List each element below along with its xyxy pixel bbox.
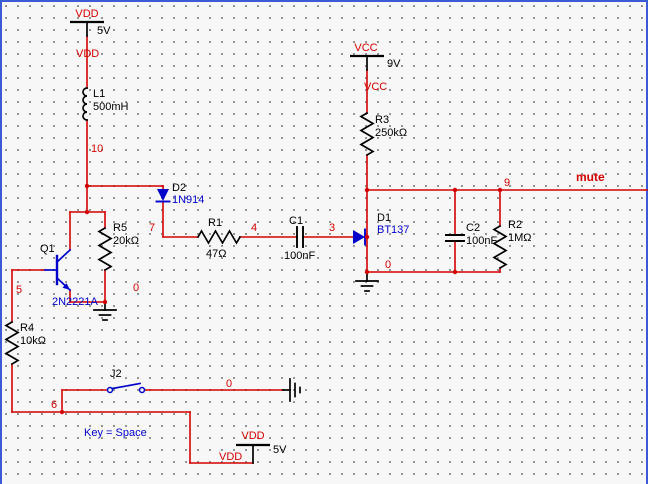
q1-model: 2N2221A [52,296,99,308]
junction-dot [497,187,503,193]
junction-dot [364,187,370,193]
d2-ref: D2 [172,182,186,194]
vdd-top-power[interactable]: VDD 5V [70,8,111,37]
r5-value: 20kΩ [113,235,139,247]
r3-ref: R3 [375,114,389,126]
net-label-10[interactable]: 10 [91,143,103,155]
wires [11,35,648,464]
ground-switch[interactable] [282,378,301,402]
net-label-mute[interactable]: mute [576,170,605,184]
switch-terminal [106,386,114,394]
switch-lever [111,382,141,390]
d2-model: 1N914 [172,194,204,206]
j2-ref: J2 [110,368,122,380]
junction-dot [102,299,108,305]
net-label-0-r5[interactable]: 0 [133,282,139,294]
net-label-vdd-bottom[interactable]: VDD [219,451,242,463]
resistor-body [359,111,375,157]
c2-value: 100nF [466,235,497,247]
diode-D1[interactable]: D1 BT137 [353,212,409,246]
vdd-bottom-power[interactable]: VDD 5V [236,430,287,464]
junction-dot [364,234,370,240]
junction-dots [59,183,503,415]
net-label-5[interactable]: 5 [16,284,22,296]
l1-ref: L1 [93,88,105,100]
resistor-body [97,226,113,272]
junction-dot [452,269,458,275]
capacitor-C2[interactable]: C2 100nF [445,222,497,247]
inductor-coil [82,87,88,121]
junction-dot [59,409,65,415]
d1-ref: D1 [377,212,391,224]
r1-ref: R1 [208,217,222,229]
junction-dot [84,183,90,189]
junction-dot [364,269,370,275]
resistor-R5[interactable]: R5 20kΩ [97,222,139,272]
d1-model: BT137 [377,224,409,236]
r2-value: 1MΩ [508,232,532,244]
ground-main[interactable] [355,271,379,292]
resistor-R4[interactable]: R4 10kΩ [4,320,46,366]
l1-value: 500mH [93,101,129,113]
r4-ref: R4 [20,322,34,334]
diode-triangle [157,189,169,201]
r2-ref: R2 [508,219,522,231]
net-label-6[interactable]: 6 [51,399,57,411]
switch-J2[interactable]: J2 Key = Space [84,368,147,439]
resistor-R2[interactable]: R2 1MΩ [492,219,532,270]
net-label-vdd-mid[interactable]: VDD [76,48,99,60]
resistor-R3[interactable]: R3 250kΩ [359,111,407,157]
junction-dot [84,209,90,215]
r3-value: 250kΩ [375,127,407,139]
c1-ref: C1 [289,215,303,227]
net-label-vcc[interactable]: VCC [364,81,387,93]
vdd-bottom-voltage: 5V [273,444,287,456]
q1-ref: Q1 [40,243,55,255]
r5-ref: R5 [113,222,127,234]
vcc-voltage: 9V [387,58,401,70]
net-label-9[interactable]: 9 [504,177,510,189]
c2-ref: C2 [466,222,480,234]
net-label-0-j2[interactable]: 0 [226,378,232,390]
net-label-3[interactable]: 3 [329,222,335,234]
r1-value: 47Ω [206,248,226,260]
switch-terminal [138,386,146,394]
resistor-body [4,320,20,366]
vdd-top-voltage: 5V [97,25,111,37]
resistor-body [492,224,508,270]
j2-key-label: Key = Space [84,427,147,439]
junction-dot [452,187,458,193]
c1-value: 100nF [284,250,315,262]
diode-D2[interactable]: D2 1N914 [155,182,205,206]
vdd-bottom-label: VDD [241,430,264,442]
resistor-body [196,229,242,245]
net-label-7[interactable]: 7 [149,222,155,234]
transistor-Q1[interactable]: Q1 2N2221A [40,243,99,308]
net-label-4[interactable]: 4 [251,222,257,234]
q1-collector-lead [55,248,72,264]
q1-emitter-arrow [62,283,70,290]
vcc-label: VCC [354,42,377,54]
inductor-L1[interactable]: L1 500mH [82,87,129,121]
vcc-power[interactable]: VCC 9V [350,42,401,71]
net-label-0-d1[interactable]: 0 [385,259,391,271]
vdd-top-label: VDD [75,8,98,20]
resistor-R1[interactable]: R1 47Ω [196,217,242,260]
diode-triangle [353,230,365,244]
r4-value: 10kΩ [20,335,46,347]
capacitor-C1[interactable]: C1 100nF [284,215,315,262]
